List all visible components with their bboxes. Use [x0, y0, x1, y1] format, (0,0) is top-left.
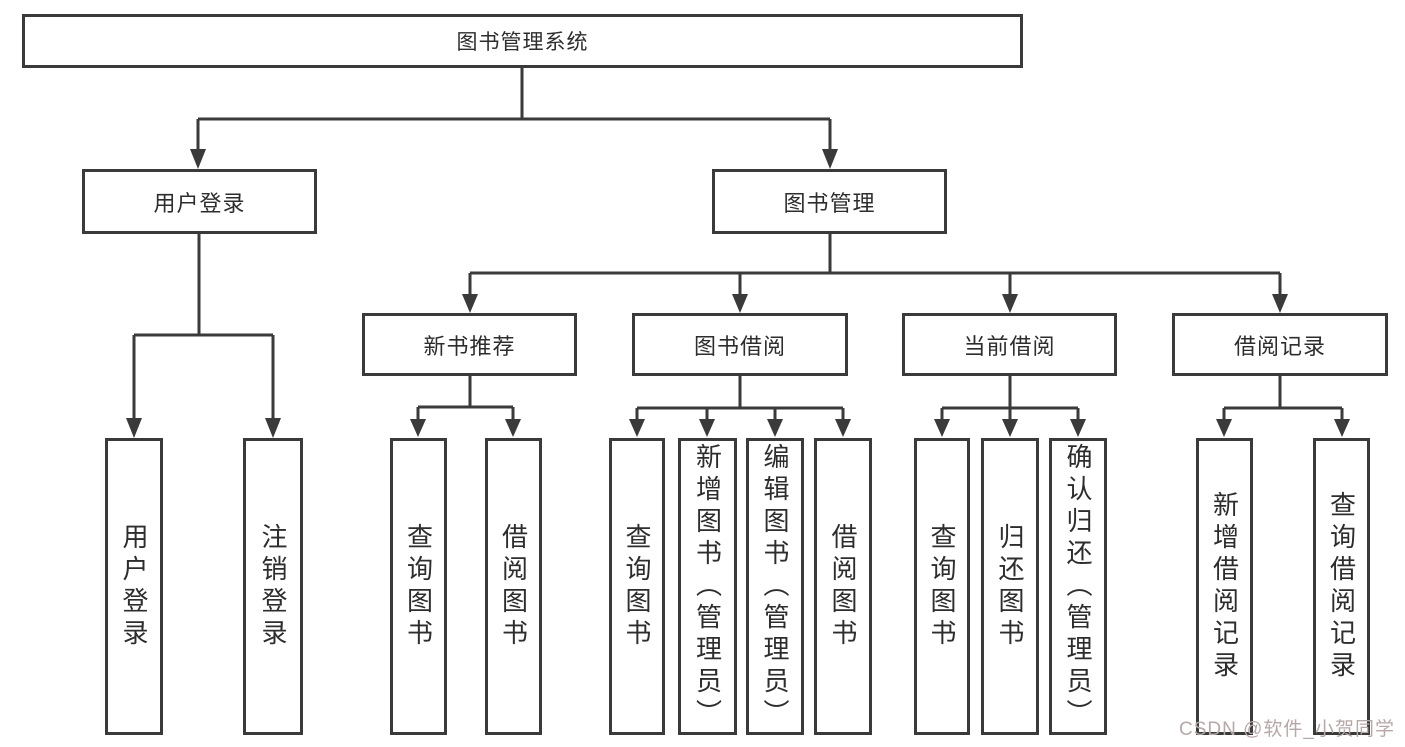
leaf-query-borrow-record: 查询借阅记录	[1313, 438, 1370, 735]
leaf-return-books: 归还图书	[981, 438, 1039, 735]
leaf-borrow-books: 借阅图书	[814, 438, 872, 735]
node-current-borrow: 当前借阅	[902, 313, 1117, 376]
leaf-confirm-return-admin-label: 确认归还（管理员）	[1063, 442, 1093, 731]
node-root-label: 图书管理系统	[456, 31, 589, 54]
node-book-management: 图书管理	[712, 169, 947, 234]
leaf-borrow-query-books-label: 查询图书	[622, 522, 652, 651]
node-book-management-label: 图书管理	[783, 190, 876, 216]
node-current-borrow-label: 当前借阅	[963, 333, 1056, 359]
node-book-borrow: 图书借阅	[632, 313, 848, 376]
leaf-recommend-query-books-label: 查询图书	[403, 522, 434, 651]
leaf-user-login-label: 用户登录	[119, 522, 149, 651]
leaf-query-borrow-record-label: 查询借阅记录	[1326, 490, 1357, 683]
leaf-recommend-query-books: 查询图书	[390, 438, 447, 735]
node-new-book-recommend-label: 新书推荐	[423, 333, 516, 359]
leaf-add-borrow-record-label: 新增借阅记录	[1209, 490, 1240, 683]
leaf-current-query-books-label: 查询图书	[927, 522, 957, 651]
leaf-borrow-books-label: 借阅图书	[828, 522, 858, 651]
node-user-login: 用户登录	[82, 169, 317, 234]
leaf-add-books-admin-label: 新增图书（管理员）	[692, 442, 723, 731]
leaf-logout: 注销登录	[243, 438, 303, 735]
watermark: CSDN @软件_小贺同学	[1179, 719, 1395, 740]
node-borrow-record: 借阅记录	[1172, 313, 1388, 376]
node-book-borrow-label: 图书借阅	[693, 333, 786, 359]
leaf-recommend-borrow-books: 借阅图书	[485, 438, 542, 735]
node-root: 图书管理系统	[22, 14, 1023, 68]
leaf-borrow-query-books: 查询图书	[609, 438, 665, 735]
node-user-login-label: 用户登录	[153, 190, 246, 216]
leaf-edit-books-admin-label: 编辑图书（管理员）	[760, 442, 790, 731]
leaf-logout-label: 注销登录	[258, 522, 288, 651]
leaf-confirm-return-admin: 确认归还（管理员）	[1049, 438, 1107, 735]
node-new-book-recommend: 新书推荐	[362, 313, 577, 376]
leaf-return-books-label: 归还图书	[995, 522, 1025, 651]
node-borrow-record-label: 借阅记录	[1233, 333, 1326, 359]
leaf-edit-books-admin: 编辑图书（管理员）	[746, 438, 804, 735]
leaf-add-borrow-record: 新增借阅记录	[1196, 438, 1253, 735]
leaf-add-books-admin: 新增图书（管理员）	[678, 438, 737, 735]
leaf-user-login: 用户登录	[105, 438, 163, 735]
leaf-recommend-borrow-books-label: 借阅图书	[498, 522, 529, 651]
leaf-current-query-books: 查询图书	[914, 438, 970, 735]
